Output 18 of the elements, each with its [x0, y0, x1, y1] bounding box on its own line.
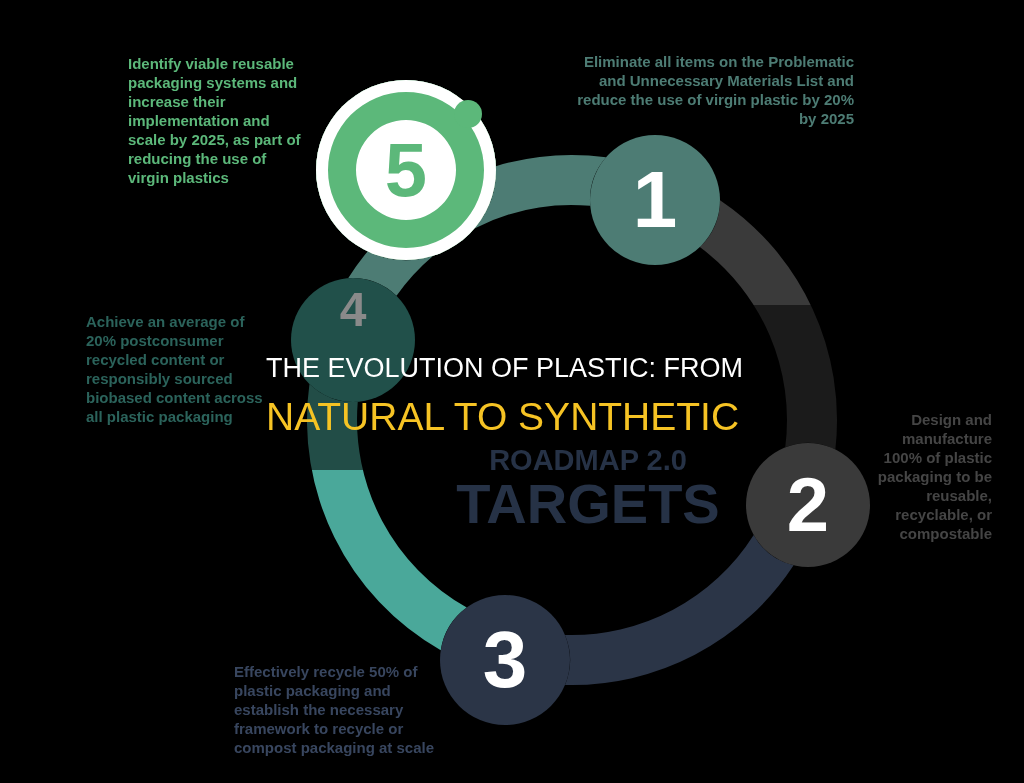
center-heading: ROADMAP 2.0 — [489, 446, 687, 475]
ring-segment — [348, 251, 434, 296]
description-text: Effectively recycle 50% of plastic packaging and establish the necessary framework to recycle or compost packaging at scale — [234, 662, 436, 757]
step-number: 2 — [786, 467, 830, 543]
center-heading: TARGETS — [456, 476, 720, 532]
step-number: 1 — [632, 160, 678, 240]
ring-segment — [699, 200, 837, 450]
title-text: THE EVOLUTION OF PLASTIC: FROM NATURAL TO SYNTHETIC — [266, 352, 745, 440]
ring-segment — [474, 155, 607, 229]
ring-segment — [307, 384, 467, 651]
description-text: Design and manufacture 100% of plastic packaging to be reusable, recyclable, or compostable — [876, 410, 992, 543]
ring-segment — [564, 534, 794, 685]
step-number: 5 — [384, 132, 428, 208]
description-text: Identify viable reusable packaging systems and increase their implementation and scale by 2025, as part of reducing the use of virgin plastics — [128, 54, 302, 187]
step-number: 4 — [339, 286, 367, 334]
description-text: Achieve an average of 20% postconsumer recycled content or responsibly sourced biobased content across all plastic packaging — [86, 312, 264, 426]
description-text: Eliminate all items on the Problematic and Unnecessary Materials List and reduce the use of virgin plastic by 20% by 2025 — [576, 52, 854, 128]
step-number: 3 — [482, 620, 528, 700]
